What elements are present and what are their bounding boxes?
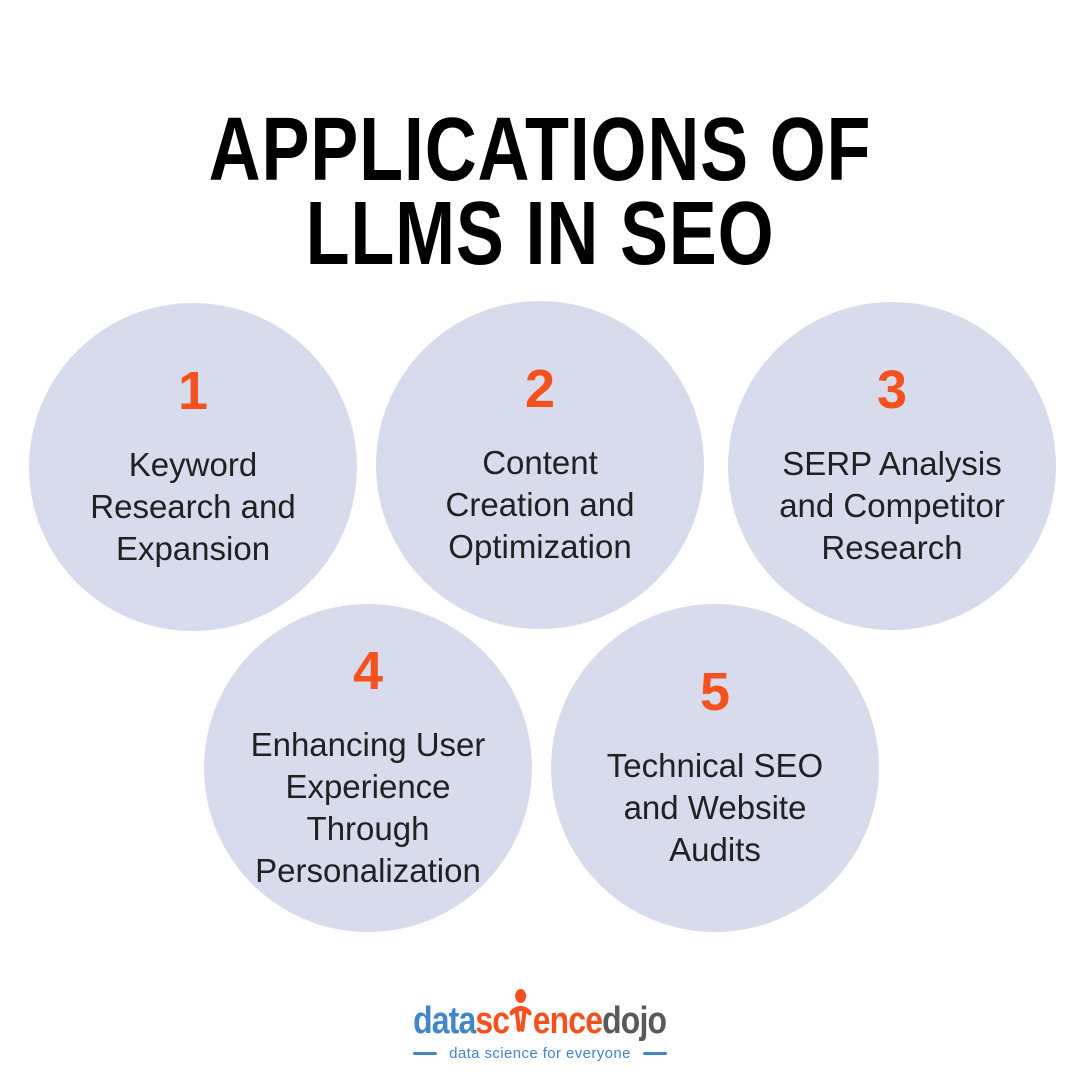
circle-1-label: Keyword Research and Expansion [90, 444, 295, 570]
logo-word-data: data [413, 1000, 476, 1042]
circle-1-number: 1 [177, 361, 209, 421]
page-title-line-2: LLMS IN SEO [305, 184, 775, 285]
label-line: Audits [669, 831, 761, 868]
circle-2-label: Content Creation and Optimization [446, 442, 635, 568]
circle-technical-seo: 5 Technical SEO and Website Audits [551, 604, 879, 932]
circle-user-experience: 4 Enhancing User Experience Through Pers… [204, 604, 532, 932]
logo-word-dojo: dojo [602, 1000, 668, 1042]
tagline-dash-right [642, 1052, 667, 1055]
person-icon [510, 988, 533, 1040]
circle-5-label: Technical SEO and Website Audits [607, 745, 823, 871]
label-line: Technical SEO [606, 747, 824, 784]
label-line: Research and [90, 488, 296, 525]
page-title-line-1: APPLICATIONS OF [208, 100, 872, 201]
label-line: Personalization [255, 852, 481, 889]
circle-4-number: 4 [352, 641, 384, 701]
label-line: Enhancing User [250, 726, 486, 763]
label-line: Through [306, 810, 430, 847]
label-line: SERP Analysis [782, 445, 1002, 482]
circle-3-label: SERP Analysis and Competitor Research [779, 443, 1005, 569]
circle-4-label: Enhancing User Experience Through Person… [251, 724, 486, 892]
label-line: Creation and [445, 486, 635, 523]
label-line: Experience [285, 768, 451, 805]
label-line: Optimization [448, 528, 632, 565]
logo-word-science-prefix: sc [475, 1000, 511, 1042]
circle-content-creation: 2 Content Creation and Optimization [376, 301, 704, 629]
circle-keyword-research: 1 Keyword Research and Expansion [29, 303, 357, 631]
tagline-dash-left [413, 1052, 438, 1055]
page-title: APPLICATIONS OF LLMS IN SEO [0, 100, 1080, 285]
logo-word-science-suffix: ence [533, 1000, 603, 1042]
circle-5-number: 5 [699, 662, 731, 722]
label-line: and Competitor [779, 487, 1005, 524]
circle-serp-analysis: 3 SERP Analysis and Competitor Research [728, 302, 1056, 630]
logo-tagline: data science for everyone [449, 1045, 631, 1062]
circle-2-number: 2 [524, 359, 556, 419]
label-line: Content [482, 444, 598, 481]
circle-3-number: 3 [876, 360, 908, 420]
label-line: Keyword [128, 446, 258, 483]
label-line: Research [821, 529, 963, 566]
label-line: Expansion [115, 530, 271, 567]
label-line: and Website [623, 789, 807, 826]
logo-tagline-row: data science for everyone [413, 1045, 667, 1062]
